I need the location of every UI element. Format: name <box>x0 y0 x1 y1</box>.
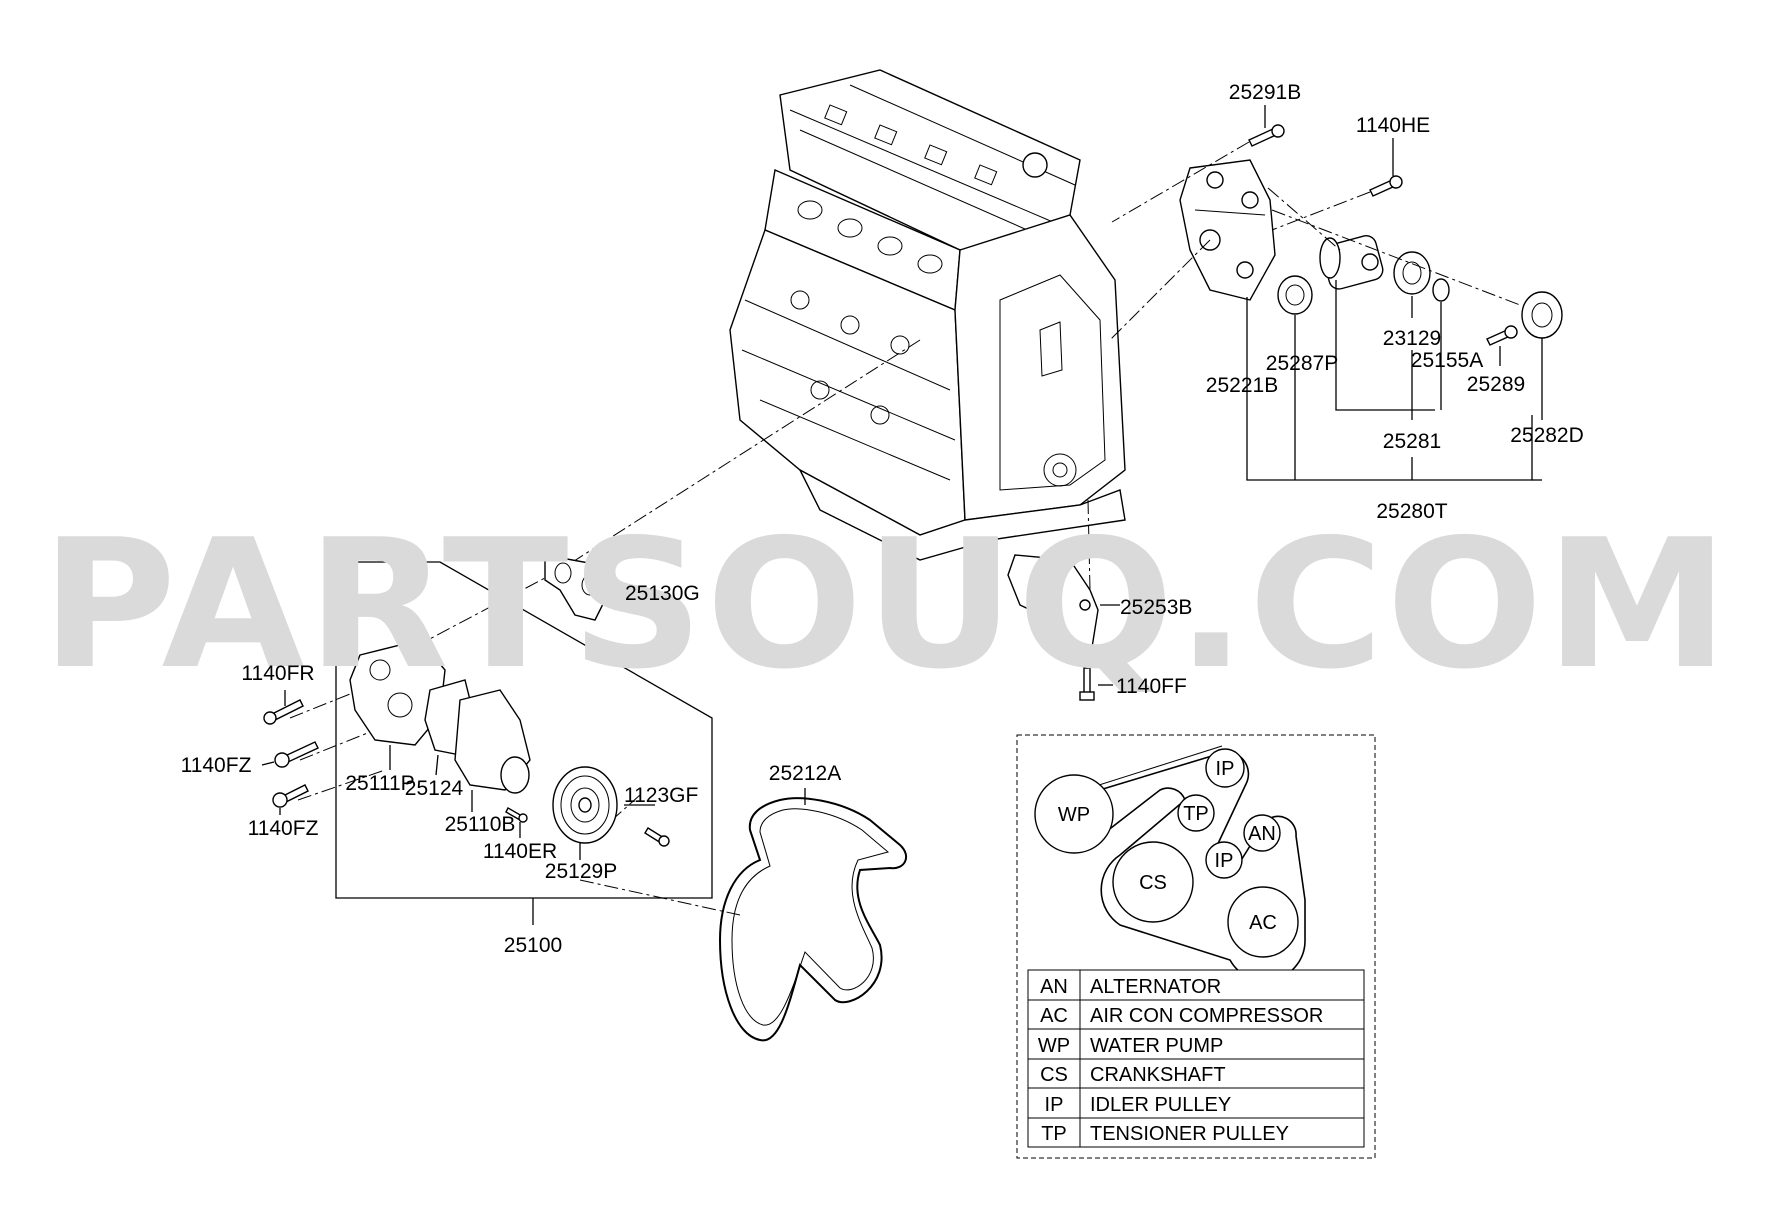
pulley-cs <box>1112 841 1194 923</box>
part-label-1140HE[interactable]: 1140HE <box>1356 114 1430 137</box>
legend-code: IP <box>1045 1094 1064 1116</box>
pulley-wp <box>1034 774 1114 854</box>
gasket-25130G <box>544 554 621 621</box>
legend-code: TP <box>1041 1123 1067 1145</box>
pulley-label-ip2: IP <box>1215 850 1234 872</box>
bolt-1140FF <box>1079 667 1095 701</box>
pulley-ip2 <box>1205 841 1243 879</box>
tensioner-bracket <box>1179 159 1276 301</box>
bolt-25291B <box>1248 124 1285 147</box>
part-label-25130G[interactable]: 25130G <box>625 582 700 605</box>
bolt-25289 <box>1486 325 1518 346</box>
part-label-25291B[interactable]: 25291B <box>1229 81 1301 104</box>
part-label-25212A[interactable]: 25212A <box>769 762 841 785</box>
legend-code: WP <box>1038 1035 1070 1057</box>
idler-pulley-25287P <box>1277 275 1313 315</box>
legend-desc: AIR CON COMPRESSOR <box>1090 1005 1323 1027</box>
part-label-1140FR[interactable]: 1140FR <box>241 662 314 685</box>
part-label-25287P[interactable]: 25287P <box>1266 352 1338 375</box>
part-label-25221B[interactable]: 25221B <box>1206 374 1278 397</box>
pulley-label-an: AN <box>1248 823 1276 845</box>
bolt-1140FR <box>263 690 304 725</box>
engine-block <box>729 69 1126 561</box>
pulley-label-wp: WP <box>1058 804 1090 826</box>
pulley-25129P <box>552 766 618 860</box>
legend-desc: IDLER PULLEY <box>1090 1094 1231 1116</box>
part-label-25289[interactable]: 25289 <box>1467 373 1525 396</box>
legend-desc: CRANKSHAFT <box>1090 1064 1226 1086</box>
bolt-1123GF <box>624 804 670 847</box>
legend-desc: TENSIONER PULLEY <box>1090 1123 1289 1145</box>
drive-belt-25212A <box>718 788 908 1042</box>
part-label-1140ER[interactable]: 1140ER <box>483 840 557 863</box>
part-label-25253B[interactable]: 25253B <box>1120 596 1192 619</box>
part-label-25155A[interactable]: 25155A <box>1411 349 1483 372</box>
legend-table: AN ALTERNATOR AC AIR CON COMPRESSOR WP W… <box>1027 969 1365 1148</box>
part-label-1140FZ[interactable]: 1140FZ <box>181 754 252 777</box>
part-label-1123GF[interactable]: 1123GF <box>624 784 698 807</box>
legend-desc: WATER PUMP <box>1090 1035 1223 1057</box>
legend-code: AN <box>1040 976 1068 998</box>
pulley-ip1 <box>1205 748 1245 788</box>
part-label-25282D[interactable]: 25282D <box>1510 424 1584 447</box>
part-label-1140FF[interactable]: 1140FF <box>1116 675 1187 698</box>
pulley-label-ip1: IP <box>1216 758 1235 780</box>
water-pump-group-box <box>335 561 713 899</box>
legend-desc: ALTERNATOR <box>1090 976 1221 998</box>
part-label-25124[interactable]: 25124 <box>405 777 464 800</box>
part-label-25281[interactable]: 25281 <box>1383 430 1441 453</box>
pulley-tp <box>1177 794 1215 832</box>
pulley-23129 <box>1393 251 1431 295</box>
pulley-label-ac: AC <box>1249 912 1277 934</box>
bracket-25253B <box>1007 554 1099 661</box>
part-label-1140FZ[interactable]: 1140FZ <box>248 817 319 840</box>
part-label-25280T[interactable]: 25280T <box>1376 500 1447 523</box>
bolt-1140FZ-a <box>261 741 319 768</box>
tensioner-body <box>1319 235 1384 290</box>
part-label-23129[interactable]: 23129 <box>1383 327 1441 350</box>
part-label-25100[interactable]: 25100 <box>504 934 562 957</box>
water-pump-25110B <box>454 689 531 812</box>
legend-code: CS <box>1040 1064 1068 1086</box>
watermark-text: PARTSOUQ.COM <box>41 501 1731 708</box>
legend-code: AC <box>1040 1005 1068 1027</box>
water-pump-housing-25111P <box>349 639 446 770</box>
pulley-label-tp: TP <box>1183 803 1209 825</box>
part-labels: 25291B 1140HE 23129 25287P 25155A 25221B… <box>181 81 1584 957</box>
bolt-1140ER <box>505 807 528 838</box>
part-label-25111P[interactable]: 25111P <box>345 772 414 795</box>
part-label-25110B[interactable]: 25110B <box>445 813 516 836</box>
pulley-label-cs: CS <box>1139 872 1167 894</box>
pulley-ac <box>1227 886 1299 958</box>
idler-pulley-25282D <box>1521 291 1563 339</box>
belt-routing-diagram: WP IP TP IP AN CS AC AN ALTERNATOR AC AI… <box>1016 734 1376 1159</box>
tensioner-leaders <box>1246 105 1543 481</box>
part-label-25129P[interactable]: 25129P <box>545 860 617 883</box>
pulley-an <box>1243 814 1281 852</box>
bolt-1140FZ-b <box>272 784 309 815</box>
bolt-1140HE <box>1369 175 1403 197</box>
dust-cover-25155A <box>1432 278 1450 302</box>
